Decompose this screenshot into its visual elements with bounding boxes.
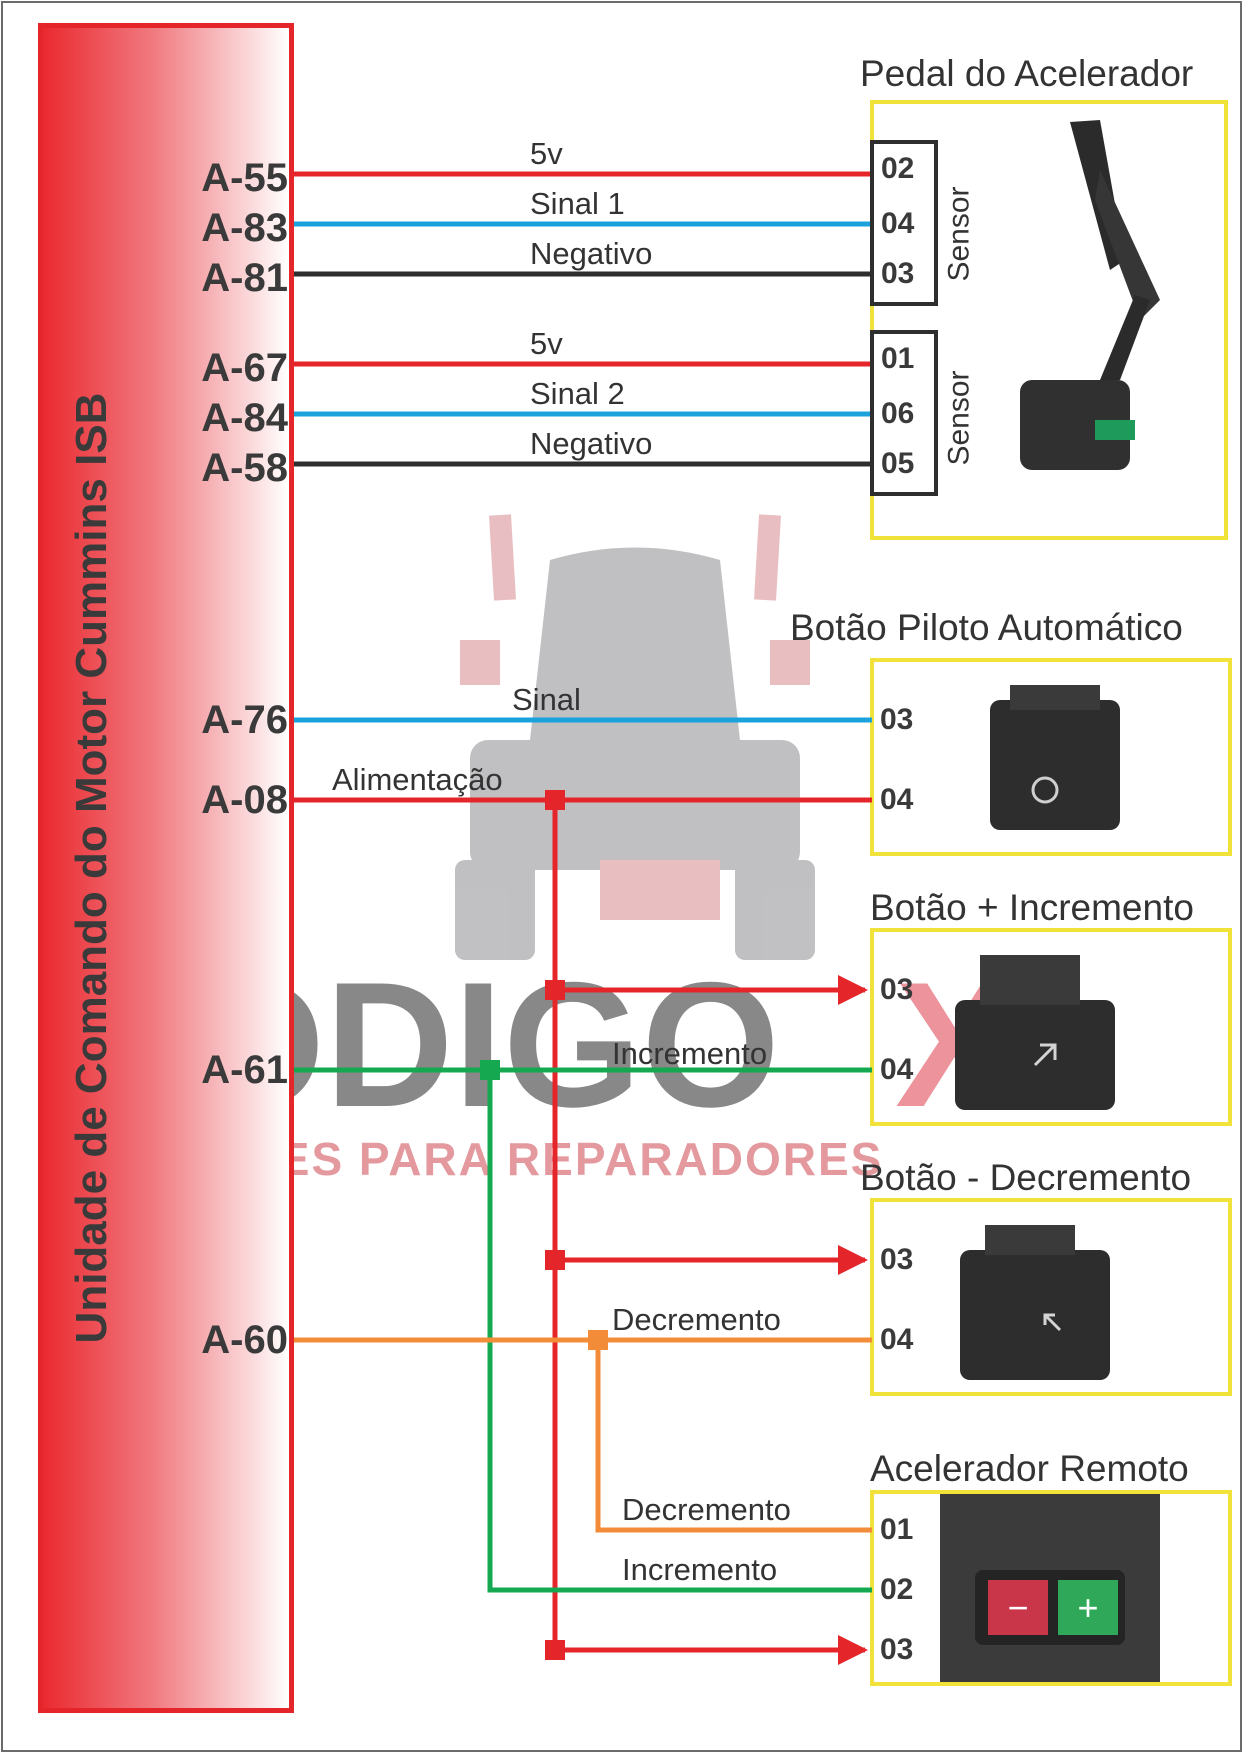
- terminal-number: 02: [881, 152, 915, 185]
- decrement-button-icon: [960, 1225, 1110, 1380]
- wire-label: Alimentação: [332, 762, 503, 797]
- remote-accelerator-icon: [940, 1494, 1160, 1682]
- junction-node: [545, 1640, 565, 1660]
- wire-label: Incremento: [622, 1552, 778, 1587]
- wire-label: 5v: [530, 326, 563, 361]
- wire-remote-incremento: [487, 1070, 872, 1593]
- remote-title: Acelerador Remoto: [870, 1448, 1189, 1489]
- pin-label: A-55: [201, 156, 288, 200]
- terminal-number: 04: [880, 1323, 914, 1356]
- accelerator-pedal-icon: [1020, 120, 1160, 470]
- wire-remote-decremento: [595, 1340, 872, 1533]
- terminal-number: 03: [880, 1243, 914, 1276]
- terminal-number: 03: [880, 973, 914, 1006]
- terminal-number: 01: [881, 342, 915, 375]
- pin-label: A-84: [201, 396, 288, 440]
- sensor2-label: Sensor: [942, 370, 976, 466]
- wire-label: Negativo: [530, 426, 653, 461]
- pedal-box: [870, 100, 1228, 540]
- increment-button-icon: [955, 955, 1115, 1110]
- junction-node: [545, 980, 565, 1000]
- wire-label: Decremento: [612, 1302, 781, 1337]
- terminal-number: 02: [880, 1573, 914, 1606]
- increment-button-box: [870, 928, 1232, 1126]
- remote-plus-key: +: [1077, 1587, 1099, 1628]
- pin-label: A-76: [201, 698, 288, 742]
- pin-label: A-83: [201, 206, 288, 250]
- wire-label: Incremento: [612, 1036, 768, 1071]
- increment-title: Botão + Incremento: [870, 887, 1194, 928]
- pin-label: A-08: [201, 778, 288, 822]
- pin-label: A-60: [201, 1318, 288, 1362]
- pin-label: A-81: [201, 256, 288, 300]
- terminal-number: 04: [881, 207, 915, 240]
- wire-label: Negativo: [530, 236, 653, 271]
- pin-label: A-58: [201, 446, 288, 490]
- wire-label: Sinal 1: [530, 186, 625, 221]
- cruise-button-box: [870, 658, 1232, 856]
- junction-node: [588, 1330, 608, 1350]
- pin-label: A-61: [201, 1048, 288, 1092]
- sensor1-label: Sensor: [942, 186, 976, 282]
- remote-minus-key: −: [1007, 1587, 1029, 1628]
- pedal-title: Pedal do Acelerador: [860, 53, 1194, 94]
- truck-watermark-icon: [455, 514, 815, 960]
- junction-node: [545, 790, 565, 810]
- terminal-number: 04: [880, 1053, 914, 1086]
- terminal-number: 04: [880, 783, 914, 816]
- wire-label: Sinal 2: [530, 376, 625, 411]
- terminal-number: 05: [881, 447, 915, 480]
- cruise-button-icon: [990, 685, 1120, 830]
- decrement-button-box: [870, 1198, 1232, 1396]
- decrement-title: Botão - Decremento: [860, 1157, 1192, 1198]
- wire-label: 5v: [530, 136, 563, 171]
- ecu-box: [38, 23, 294, 1713]
- pin-label: A-67: [201, 346, 288, 390]
- junction-node: [545, 1250, 565, 1270]
- terminal-number: 03: [881, 257, 915, 290]
- terminal-number: 06: [881, 397, 915, 430]
- sensor2-connector: [870, 330, 938, 496]
- wire-label: Decremento: [622, 1492, 791, 1527]
- junction-node: [480, 1060, 500, 1080]
- terminal-number: 03: [880, 1633, 914, 1666]
- wire-label: Sinal: [512, 682, 581, 717]
- terminal-number: 03: [880, 703, 914, 736]
- cruise-title: Botão Piloto Automático: [790, 607, 1183, 648]
- terminal-number: 01: [880, 1513, 914, 1546]
- sensor1-connector: [870, 140, 938, 306]
